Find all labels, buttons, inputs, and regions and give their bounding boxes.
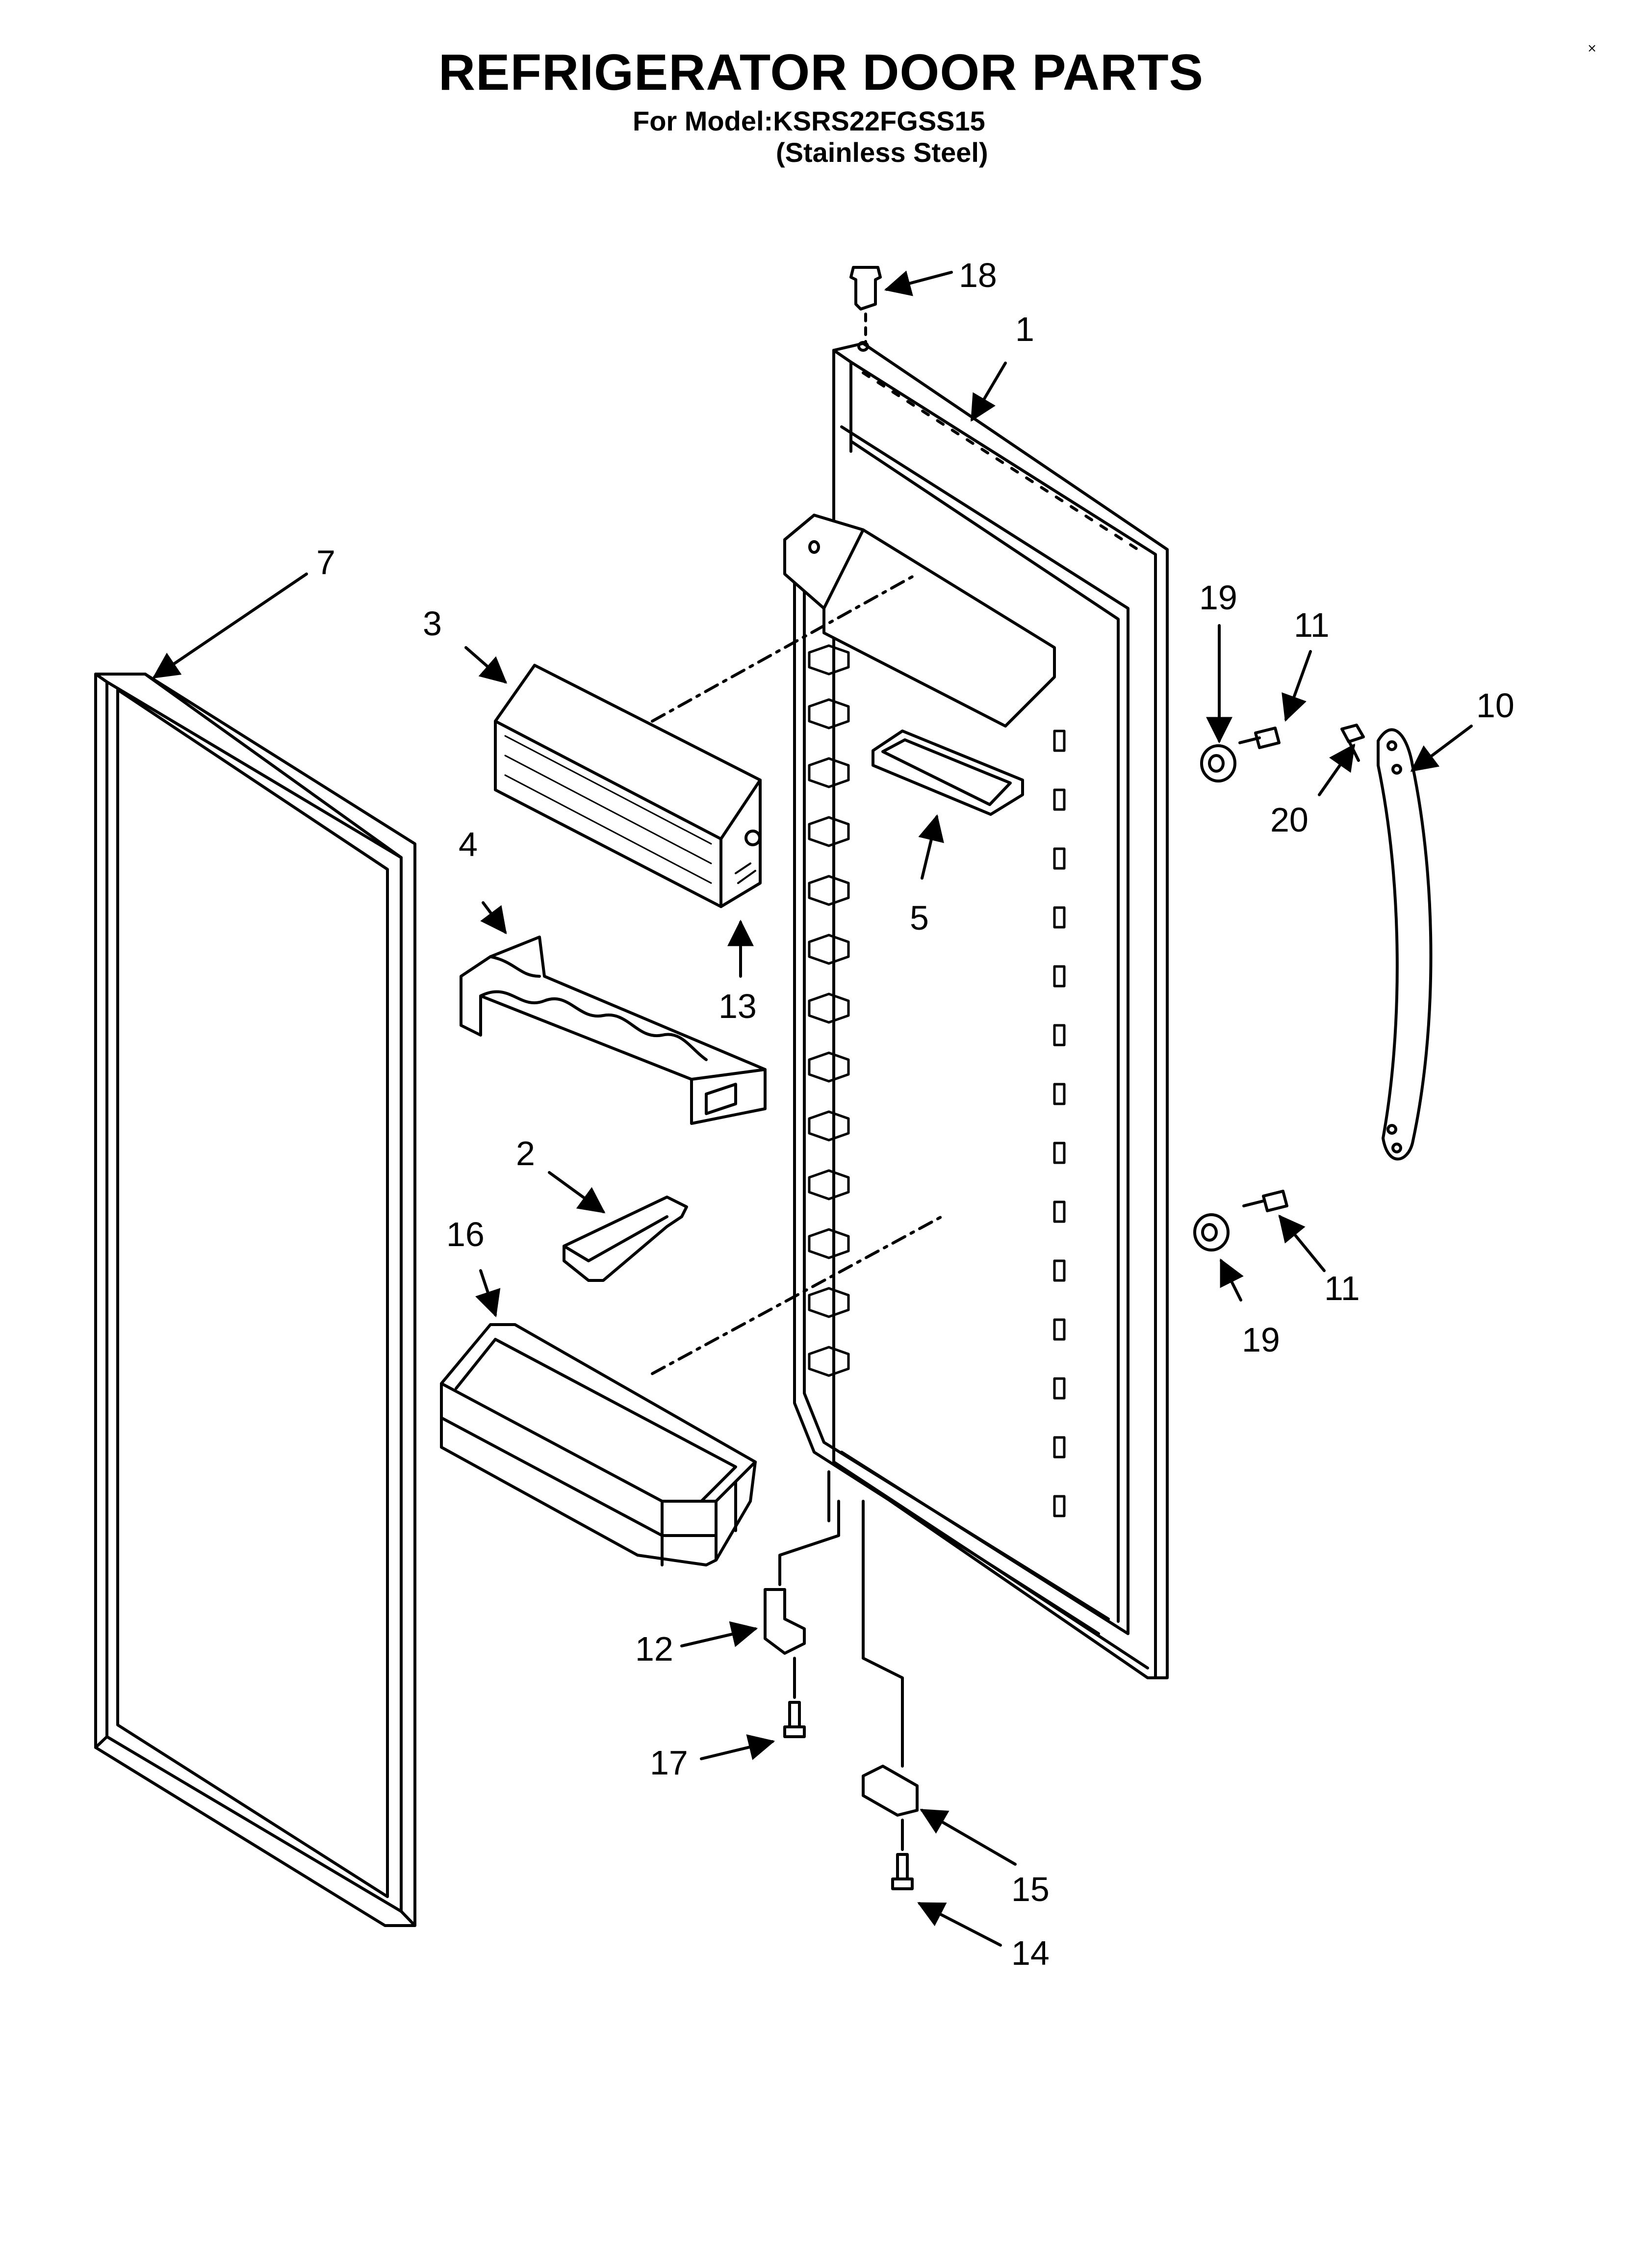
callout-17: 17 <box>650 1744 688 1782</box>
callout-11-top: 11 <box>1294 606 1330 644</box>
callout-5: 5 <box>910 899 929 937</box>
callout-3: 3 <box>423 604 442 643</box>
screw-11-top-part <box>1238 727 1281 749</box>
door-handle-part <box>1377 728 1433 1161</box>
bottom-bracket-part <box>862 1765 919 1817</box>
callout-4: 4 <box>459 825 478 863</box>
bracket-screw-14-part <box>891 1853 914 1890</box>
callout-15: 15 <box>1011 1870 1050 1908</box>
callout-13: 13 <box>718 987 757 1025</box>
callout-2: 2 <box>516 1134 535 1173</box>
hinge-pin-part <box>764 1588 806 1655</box>
model-line: For Model:KSRS22FGSS15 <box>633 105 985 136</box>
top-plug-part <box>849 266 882 311</box>
callout-19-top: 19 <box>1199 578 1237 617</box>
callout-20: 20 <box>1270 801 1308 839</box>
callout-7: 7 <box>316 543 335 581</box>
door-bin-part <box>440 1323 757 1566</box>
callout-18: 18 <box>959 256 997 294</box>
egg-tray-part <box>460 936 767 1125</box>
callout-10: 10 <box>1476 686 1514 725</box>
callout-14: 14 <box>1011 1934 1050 1972</box>
dairy-compartment-part <box>494 664 762 908</box>
callout-1: 1 <box>1015 310 1034 348</box>
handle-spacer-top-part <box>1200 744 1236 782</box>
callout-19-bottom: 19 <box>1242 1321 1280 1359</box>
page-title: REFRIGERATOR DOOR PARTS <box>438 44 1204 101</box>
finish-line: (Stainless Steel) <box>776 137 988 168</box>
corner-mark: × <box>1587 41 1597 55</box>
callout-11-bottom: 11 <box>1324 1269 1360 1307</box>
callout-16: 16 <box>446 1215 485 1253</box>
callout-12: 12 <box>635 1630 673 1668</box>
handle-spacer-bottom-part <box>1193 1213 1230 1251</box>
retainer-clip-part <box>563 1196 688 1282</box>
screw-11-bottom-part <box>1242 1190 1288 1212</box>
small-bin-part <box>872 730 1024 816</box>
door-liner-part <box>783 341 1169 1679</box>
door-gasket-part <box>94 673 416 1927</box>
hinge-screw-17-part <box>783 1701 806 1738</box>
door-shelf-clips <box>808 644 1066 1517</box>
screw-20-part <box>1340 724 1365 762</box>
